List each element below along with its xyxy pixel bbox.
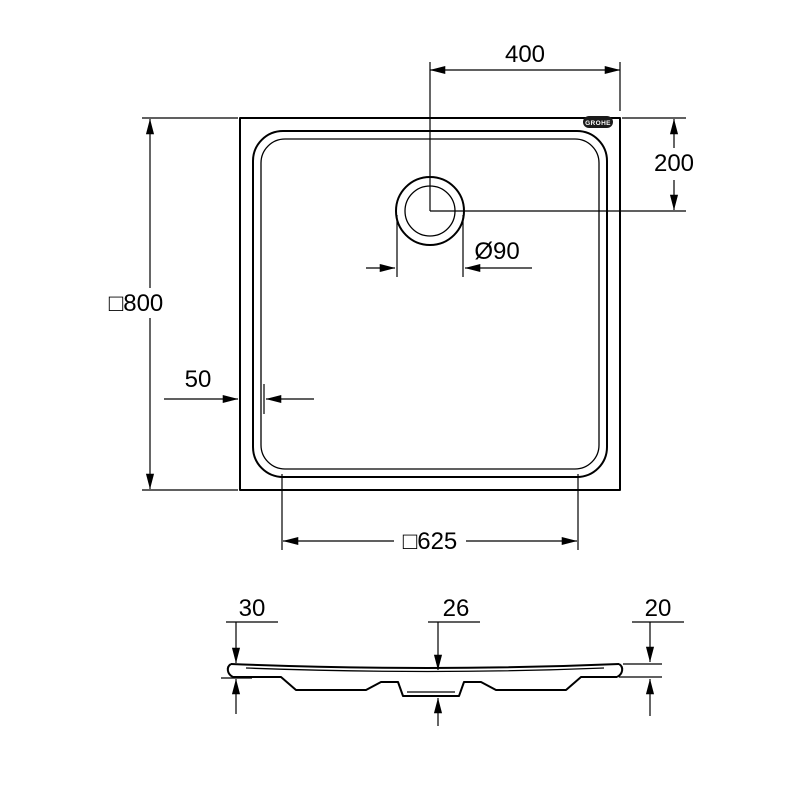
dim-label-overall: □800 xyxy=(109,290,164,317)
dim-overall-square: □800 xyxy=(109,117,238,491)
dim-label-rim-thickness: 20 xyxy=(645,595,672,622)
grohe-logo-pill xyxy=(583,116,613,128)
dim-inner-square: □625 xyxy=(281,474,579,555)
section-view xyxy=(226,663,624,697)
grohe-logo-text: GROHE xyxy=(585,120,611,127)
section-left-edge xyxy=(226,663,234,678)
dim-drain-diameter: Ø90 xyxy=(366,215,532,277)
dim-wall-width: 50 xyxy=(164,366,314,414)
dim-label-400: 400 xyxy=(505,41,545,68)
dim-edge-height: 30 xyxy=(221,595,278,714)
section-top-surface xyxy=(230,663,620,669)
grohe-logo: GROHE xyxy=(583,116,613,128)
dim-label-wall: 50 xyxy=(185,366,212,393)
dim-label-inner: □625 xyxy=(403,528,458,555)
dim-label-200: 200 xyxy=(654,150,694,177)
dim-label-edge-height: 30 xyxy=(239,595,266,622)
dim-rim-thickness: 20 xyxy=(619,595,684,716)
section-inner-surface xyxy=(245,667,605,673)
dim-center-depth: 26 xyxy=(428,595,480,726)
dim-label-drain-diameter: Ø90 xyxy=(474,238,519,265)
section-underside xyxy=(233,676,617,697)
dim-drain-offset-horizontal: 400 xyxy=(429,41,621,211)
section-right-edge xyxy=(616,663,624,678)
dim-label-center-depth: 26 xyxy=(443,595,470,622)
dim-drain-offset-vertical: 200 xyxy=(430,117,694,212)
